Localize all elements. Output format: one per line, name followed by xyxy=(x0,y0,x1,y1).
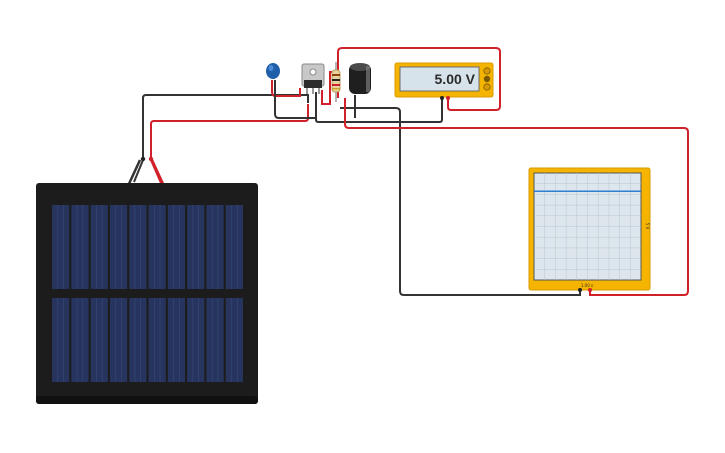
solar-panel-edge xyxy=(36,396,258,404)
resistor[interactable] xyxy=(331,62,341,102)
electrolytic-capacitor[interactable] xyxy=(349,63,371,94)
oscilloscope-time-label: 1.00 s xyxy=(581,283,593,288)
solar-cell xyxy=(187,298,205,382)
solar-cell xyxy=(206,298,224,382)
multimeter-terminal-pos[interactable] xyxy=(446,96,450,100)
multimeter-terminal-neg[interactable] xyxy=(440,96,444,100)
solar-panel-terminal-neg[interactable] xyxy=(140,156,146,162)
wire-scope-positive[interactable] xyxy=(344,98,689,296)
solar-cell xyxy=(225,298,243,382)
voltage-regulator-icon xyxy=(301,63,325,94)
wire-cap-red[interactable] xyxy=(271,80,301,97)
solar-panel-lead-pos xyxy=(150,159,166,187)
solar-cell xyxy=(167,298,186,382)
solar-cell xyxy=(71,298,89,382)
solar-cell-array xyxy=(52,205,243,382)
solar-cell xyxy=(71,205,89,289)
solar-cell xyxy=(148,298,166,382)
ceramic-capacitor[interactable] xyxy=(266,63,280,79)
oscilloscope-terminal-neg[interactable] xyxy=(578,288,582,292)
electrolytic-capacitor-icon xyxy=(349,63,371,94)
solar-cell xyxy=(187,205,205,289)
solar-cell xyxy=(90,205,108,289)
solar-cell xyxy=(129,205,147,289)
multimeter-display xyxy=(399,66,480,92)
wire-scope-ground[interactable] xyxy=(340,107,581,296)
oscilloscope[interactable]: 1.00 s 5 V xyxy=(528,167,651,292)
solar-cell xyxy=(167,205,186,289)
oscilloscope-terminal-pos[interactable] xyxy=(588,288,592,292)
solar-cell xyxy=(90,298,108,382)
blue-ceramic-capacitor-icon xyxy=(266,63,280,79)
solar-cell xyxy=(206,205,224,289)
multimeter-mode-buttons[interactable] xyxy=(483,67,491,91)
wire-cap-black[interactable] xyxy=(274,80,317,119)
solar-cell xyxy=(109,298,128,382)
wire-panel-negative[interactable] xyxy=(133,94,309,183)
solar-panel-lead-neg xyxy=(126,159,142,187)
solar-cell xyxy=(109,205,128,289)
solar-cell xyxy=(225,205,243,289)
multimeter-reading: 5.00 V xyxy=(435,71,476,87)
wire-panel-positive[interactable] xyxy=(150,104,309,184)
solar-cell xyxy=(129,298,147,382)
solar-panel[interactable] xyxy=(36,156,258,404)
wire-ground-bus[interactable] xyxy=(315,99,443,123)
oscilloscope-scale-label: 5 V xyxy=(645,223,650,230)
solar-cell xyxy=(148,205,166,289)
solar-cell xyxy=(52,205,70,289)
wire-meter-positive[interactable] xyxy=(337,47,501,111)
solar-cell xyxy=(52,298,70,382)
multimeter[interactable]: 5.00 V xyxy=(394,62,494,100)
wire-group xyxy=(133,47,689,296)
voltage-regulator[interactable] xyxy=(301,63,325,94)
resistor-icon xyxy=(331,62,341,102)
solar-panel-terminal-pos[interactable] xyxy=(148,156,154,162)
